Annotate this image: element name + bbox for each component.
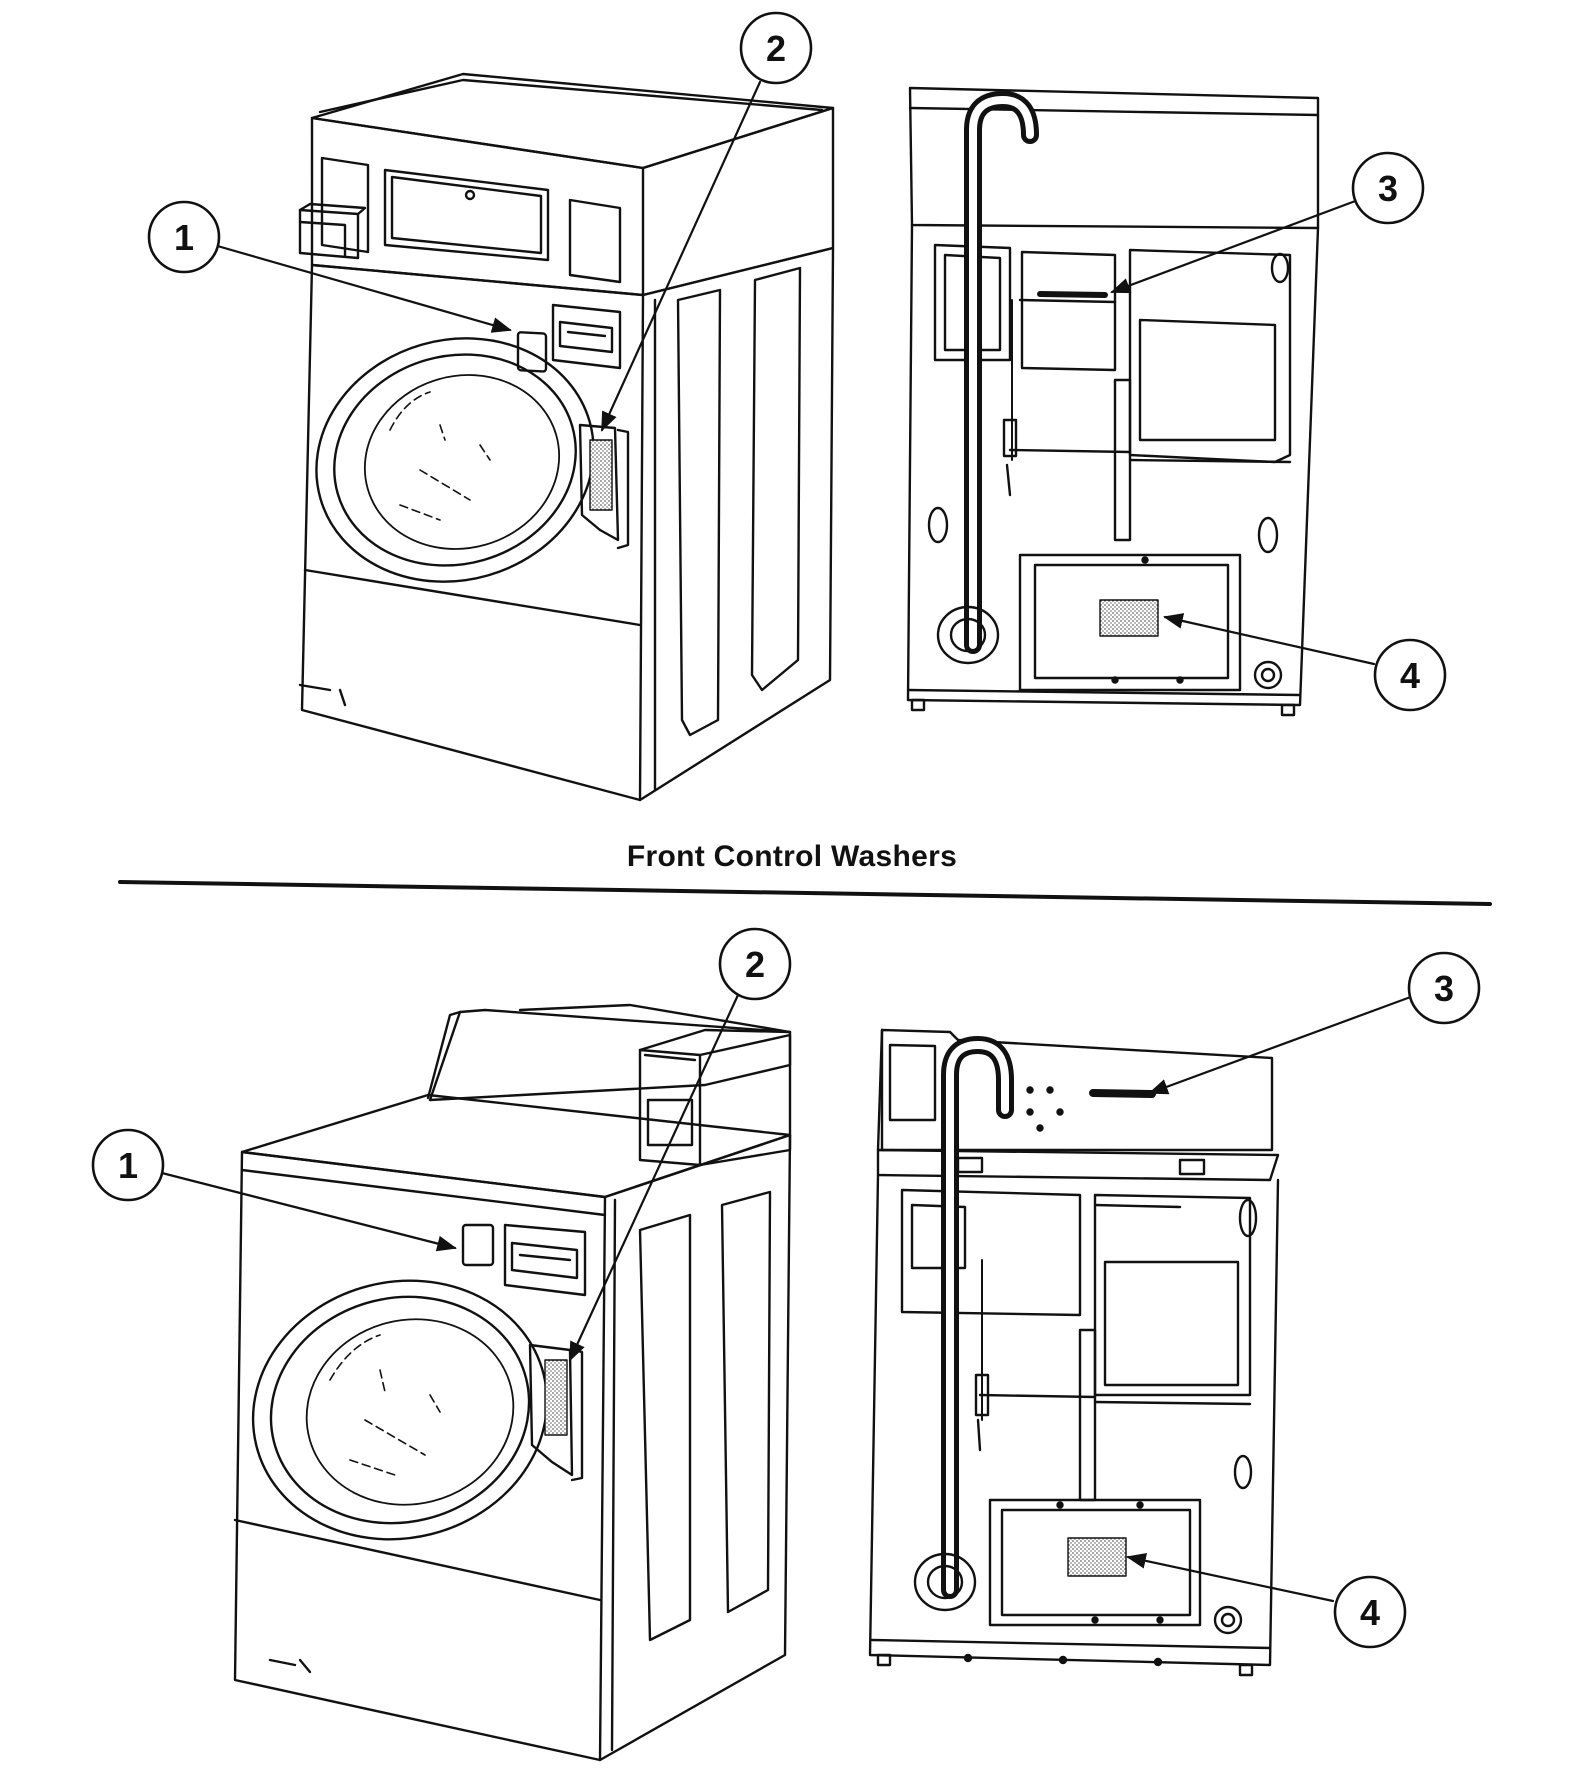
top-rear-washer [906,86,1320,717]
callout-2-bottom: 2 [718,927,792,1001]
callout-4-top: 4 [1373,638,1447,712]
callout-label: 4 [1400,655,1420,696]
leader-lines [156,80,1418,1603]
top-front-washer [298,72,835,802]
callout-2-top: 2 [739,11,813,85]
callout-3-bottom: 3 [1407,951,1481,1025]
callout-3-top: 3 [1351,151,1425,225]
callout-label: 1 [174,217,194,258]
callout-label: 1 [118,1145,138,1186]
callout-label: 2 [766,28,786,69]
callout-1-bottom: 1 [91,1128,165,1202]
callout-1-top: 1 [147,200,221,274]
callout-label: 2 [745,944,765,985]
callout-label: 3 [1434,968,1454,1009]
bottom-front-washer [233,1003,792,1762]
section-divider [118,880,1492,906]
callout-4-bottom: 4 [1333,1575,1407,1649]
section-title: Front Control Washers [626,840,958,873]
callout-label: 3 [1378,168,1398,209]
callout-label: 4 [1360,1592,1380,1633]
bottom-rear-washer [868,1028,1280,1677]
